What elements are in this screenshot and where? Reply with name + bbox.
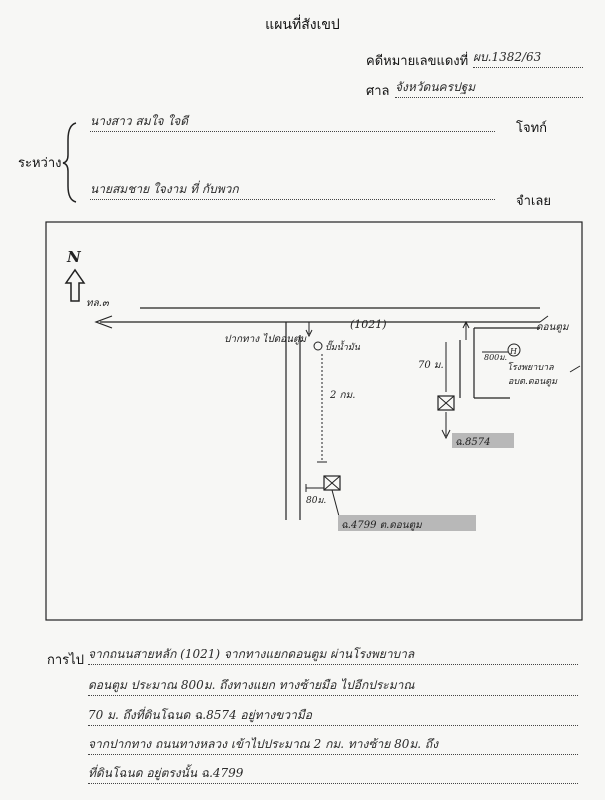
gas-station-icon [313,341,323,351]
road-sign-label: ทล.๓ [86,298,110,309]
distance-80m-label: 80ม. [306,496,326,506]
direction-line-1: จากถนนสายหลัก (1021) จากทางแยกดอนตูม ผ่า… [88,645,578,665]
distance-70m-label: 70 ม. [418,360,444,371]
defendant-name: นายสมชาย ใจงาม ที่ กับพวก [90,180,495,200]
court-name: จังหวัดนครปฐม [395,78,583,98]
direction-line-4: จากปากทาง ถนนทางหลวง เข้าไปประมาณ 2 กม. … [88,735,578,755]
hospital-icon [507,343,521,357]
distance-2km-label: 2 กม. [329,390,355,401]
direction-line-3: 70 ม. ถึงที่ดินโฉนด ฉ.8574 อยู่ทางขวามือ [88,706,578,726]
defendant-label: จำเลย [516,194,551,209]
left-corner-label: ปากทาง ไปดอนตูม [224,333,307,345]
case-number: ผบ.1382/63 [473,48,583,68]
north-arrow-icon [64,268,86,302]
svg-text:H: H [509,347,518,356]
case-label: คดีหมายเลขแดงที่ [366,54,469,69]
plot-b-label: ฉ.4799 ต.ดอนตูม [341,520,423,531]
direction-line-5: ที่ดินโฉนด อยู่ตรงนั้น ฉ.4799 [88,764,578,784]
hospital-label: โรงพยาบาล [507,361,554,373]
small-arrow-icon [305,329,313,338]
north-label: N [66,248,82,266]
plaintiff-name: นางสาว สมใจ ใจดี [90,112,495,132]
distance-800m-label: 800ม. [484,353,507,362]
small-up-arrow-icon [462,320,470,329]
plaintiff-label: โจทก์ [516,121,548,136]
brace-icon [62,122,77,203]
road-direction-arrow-icon [94,315,113,329]
right-top-label: ดอนตูม [536,322,570,333]
direction-line-2: ดอนตูม ประมาณ 800ม. ถึงทางแยก ทางซ้ายมือ… [88,676,578,696]
gas-station-label: ปั๊มน้ำมัน [325,340,361,353]
map-frame [45,221,583,621]
down-arrow-icon [441,429,451,440]
office-label: อบต.ดอนตูม [508,377,558,387]
road-number-label: (1021) [350,318,387,331]
plot-a-label: ฉ.8574 [455,437,490,448]
court-label: ศาล [366,84,390,99]
plot-a-marker [437,395,455,411]
page-title: แผนที่สังเขป [265,17,340,33]
directions-label: การไป [47,653,84,668]
between-label: ระหว่าง [18,156,62,171]
